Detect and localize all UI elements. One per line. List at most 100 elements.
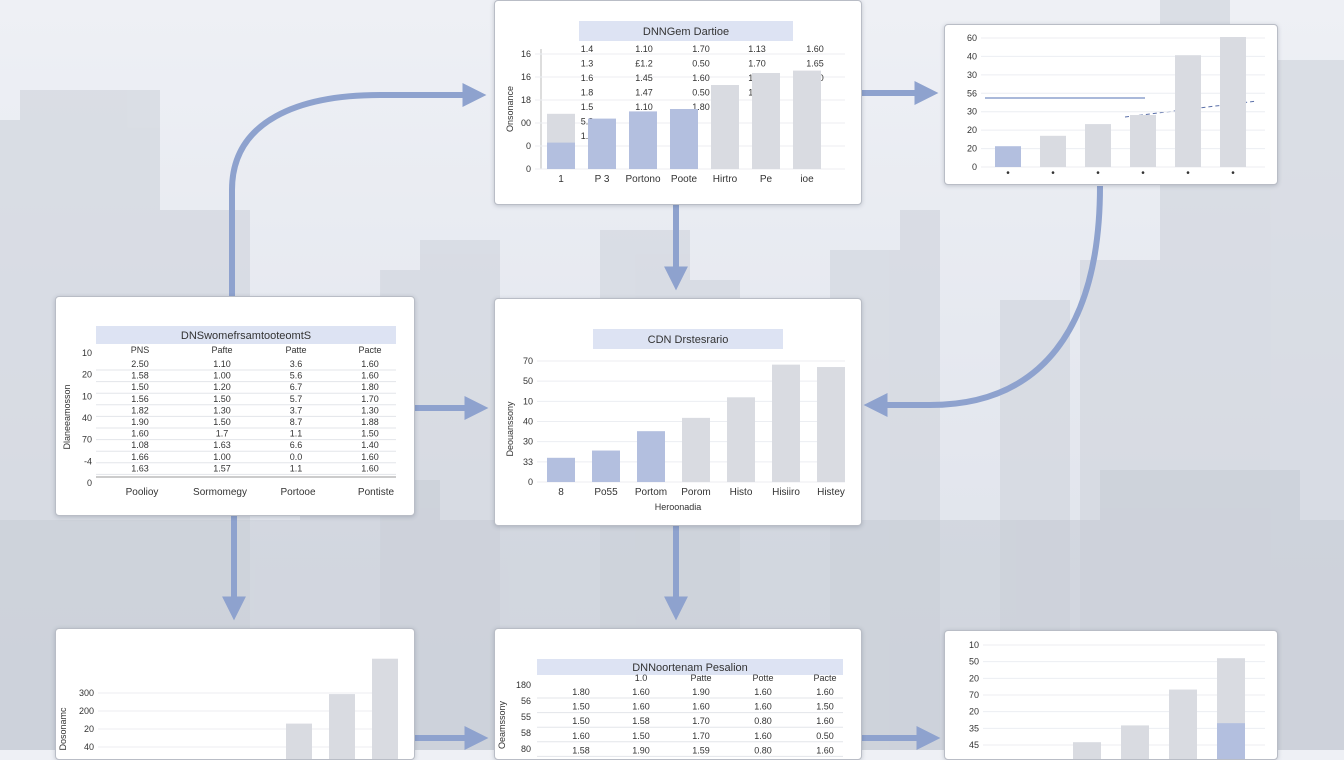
bar bbox=[670, 109, 698, 169]
column-header: Pacte bbox=[358, 345, 381, 355]
table-cell: 1.00 bbox=[213, 371, 231, 381]
table-cell: 1.50 bbox=[632, 731, 650, 741]
bar bbox=[727, 397, 755, 482]
x-category-label: 1 bbox=[558, 174, 564, 185]
table-cell: 1.10 bbox=[635, 102, 653, 112]
x-category-label: • bbox=[1006, 168, 1010, 179]
table-cell: 1.08 bbox=[131, 440, 149, 450]
y-tick-label: 40 bbox=[967, 51, 977, 61]
x-category-label: • bbox=[1231, 168, 1235, 179]
table-cell: 1.58 bbox=[131, 371, 149, 381]
y-tick-label: 56 bbox=[521, 696, 531, 706]
y-tick-label: 70 bbox=[969, 690, 979, 700]
x-category-label: P 3 bbox=[595, 174, 610, 185]
table-cell: 1.90 bbox=[632, 745, 650, 755]
table-cell: 1.50 bbox=[131, 382, 149, 392]
bar bbox=[1217, 723, 1245, 759]
y-tick-label: -4 bbox=[84, 456, 92, 466]
table-cell: 1.50 bbox=[572, 716, 590, 726]
bar bbox=[1040, 135, 1066, 167]
bar bbox=[793, 70, 821, 169]
table-cell: 1.70 bbox=[692, 44, 710, 54]
bar bbox=[637, 431, 665, 482]
x-category-label: Pontiste bbox=[358, 487, 395, 498]
table-cell: 0.80 bbox=[754, 745, 772, 755]
y-tick-label: 16 bbox=[521, 49, 531, 59]
table-cell: 1.60 bbox=[632, 702, 650, 712]
y-tick-label: 40 bbox=[82, 413, 92, 423]
y-tick-label: 60 bbox=[967, 33, 977, 43]
y-tick-label: 16 bbox=[521, 72, 531, 82]
y-tick-label: 33 bbox=[523, 457, 533, 467]
y-tick-label: 300 bbox=[79, 688, 94, 698]
y-tick-label: 20 bbox=[84, 724, 94, 734]
y-tick-label: 20 bbox=[969, 707, 979, 717]
table-cell: 1.60 bbox=[816, 716, 834, 726]
table-cell: 6.7 bbox=[290, 382, 303, 392]
x-category-label: Hisiiro bbox=[772, 487, 800, 498]
table-cell: 1.50 bbox=[213, 394, 231, 404]
table-cell: 1.1 bbox=[290, 429, 303, 439]
y-tick-label: 0 bbox=[972, 162, 977, 172]
bar bbox=[588, 118, 616, 169]
x-category-label: • bbox=[1096, 168, 1100, 179]
y-tick-label: 10 bbox=[82, 348, 92, 358]
bar bbox=[1169, 689, 1197, 759]
column-header: Potte bbox=[752, 673, 773, 683]
y-tick-label: 10 bbox=[82, 391, 92, 401]
column-header: Patte bbox=[285, 345, 306, 355]
y-tick-label: 30 bbox=[967, 70, 977, 80]
y-tick-label: 40 bbox=[523, 417, 533, 427]
column-header: PNS bbox=[131, 345, 150, 355]
bar bbox=[1085, 124, 1111, 167]
table-cell: 1.8 bbox=[581, 88, 594, 98]
x-category-label: Histey bbox=[817, 487, 845, 498]
chart-panel-center: CDN Drstesrario Deouanssony Heroonadia 7… bbox=[494, 298, 862, 526]
x-category-label: Po55 bbox=[594, 487, 618, 498]
bar bbox=[329, 694, 355, 759]
table-cell: 1.60 bbox=[754, 702, 772, 712]
panel-title: CDN Drstesrario bbox=[648, 334, 729, 346]
table-cell: 1.60 bbox=[692, 702, 710, 712]
table-cell: 1.60 bbox=[572, 731, 590, 741]
y-tick-label: 70 bbox=[523, 356, 533, 366]
table-cell: 1.66 bbox=[131, 452, 149, 462]
table-cell: 3.6 bbox=[290, 359, 303, 369]
table-cell: 1.57 bbox=[213, 463, 231, 473]
table-cell: 1.60 bbox=[361, 452, 379, 462]
table-cell: 1.00 bbox=[213, 452, 231, 462]
x-category-label: Histo bbox=[730, 487, 753, 498]
table-cell: 1.80 bbox=[361, 382, 379, 392]
table-cell: 1.80 bbox=[572, 687, 590, 697]
table-cell: 1.4 bbox=[581, 44, 594, 54]
panel-chart-graphic: CDN Drstesrario Deouanssony Heroonadia 7… bbox=[505, 329, 845, 512]
table-cell: 5.6 bbox=[290, 371, 303, 381]
y-tick-label: 35 bbox=[969, 723, 979, 733]
x-category-label: Porom bbox=[681, 487, 710, 498]
table-cell: 1.60 bbox=[361, 359, 379, 369]
bar bbox=[372, 658, 398, 759]
table-cell: 1.1 bbox=[290, 463, 303, 473]
table-cell: 1.45 bbox=[635, 73, 653, 83]
table-cell: 6.6 bbox=[290, 440, 303, 450]
table-cell: 1.50 bbox=[816, 702, 834, 712]
y-tick-label: 00 bbox=[521, 118, 531, 128]
y-tick-label: 20 bbox=[82, 370, 92, 380]
x-category-label: Portom bbox=[635, 487, 667, 498]
y-tick-label: 45 bbox=[969, 740, 979, 750]
table-cell: 1.80 bbox=[692, 102, 710, 112]
y-tick-label: 20 bbox=[967, 144, 977, 154]
table-cell: 1.70 bbox=[748, 59, 766, 69]
y-tick-label: 55 bbox=[521, 712, 531, 722]
table-cell: 1.3 bbox=[581, 131, 594, 141]
x-category-label: • bbox=[1186, 168, 1190, 179]
table-cell: 1.60 bbox=[754, 687, 772, 697]
y-tick-label: 180 bbox=[516, 680, 531, 690]
table-cell: 1.20 bbox=[213, 382, 231, 392]
